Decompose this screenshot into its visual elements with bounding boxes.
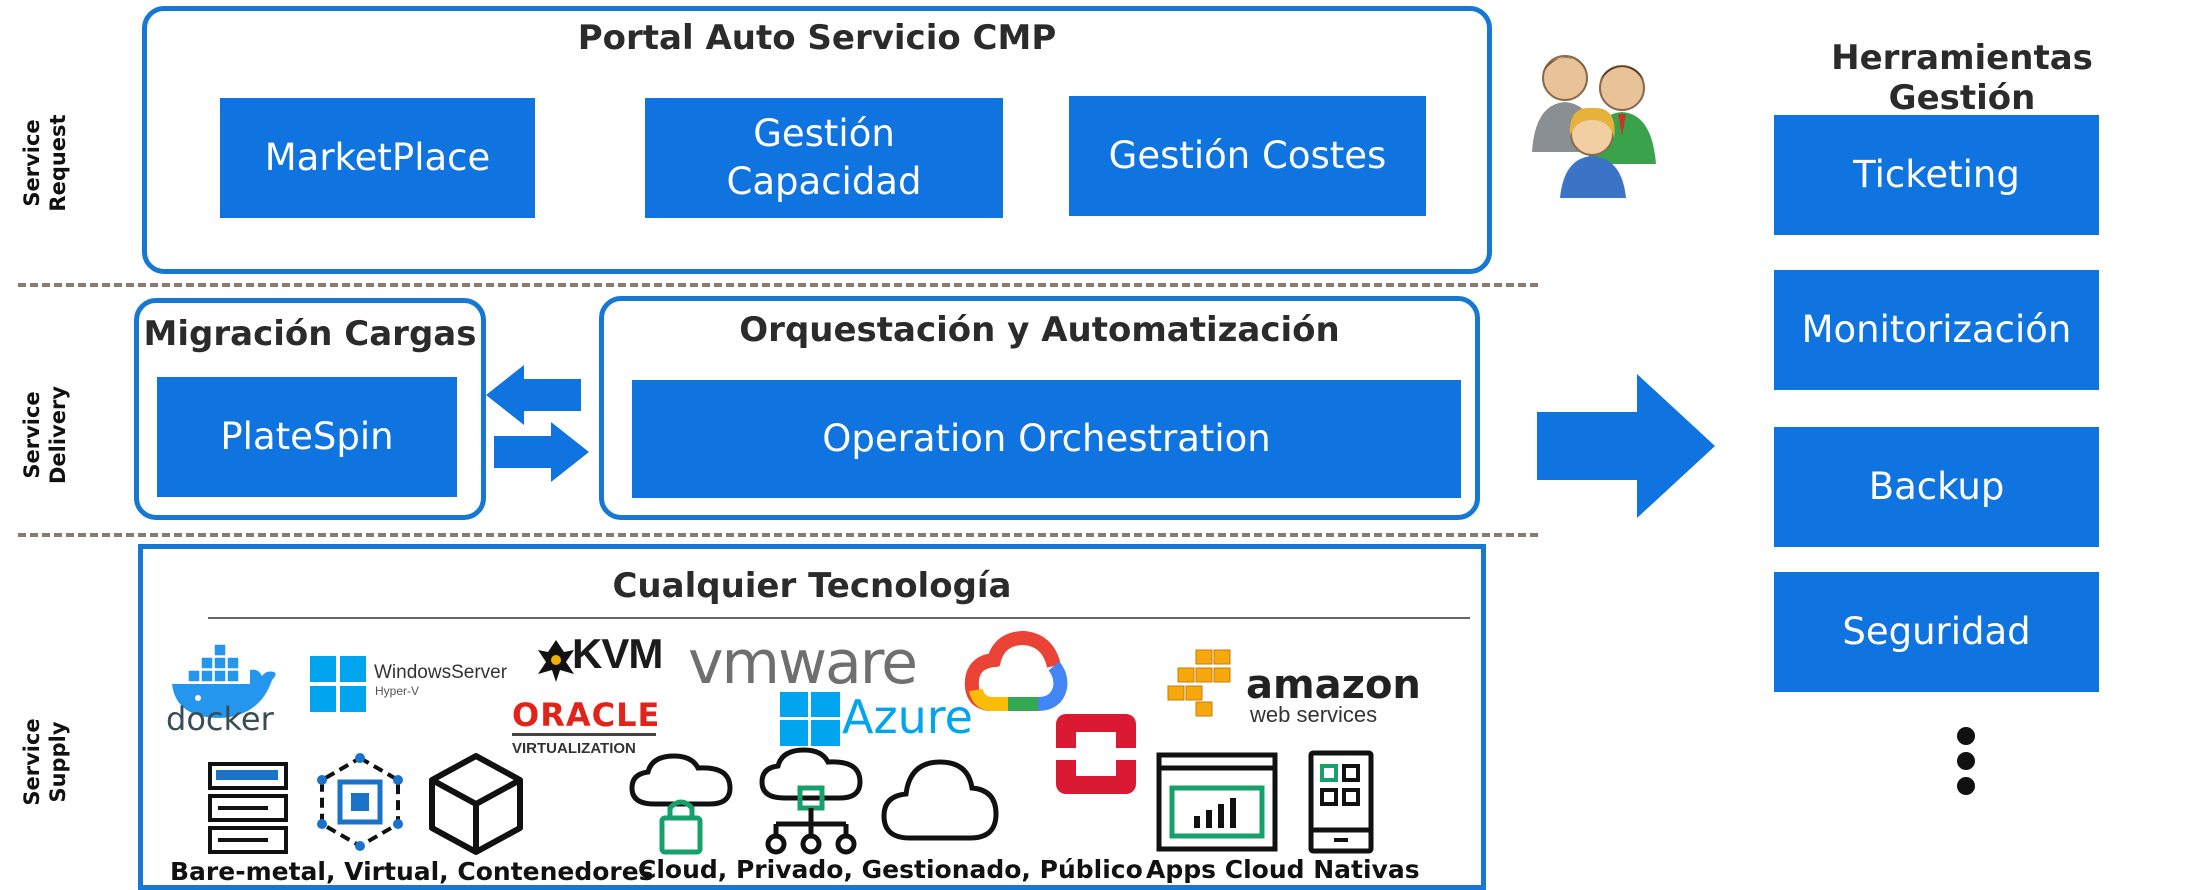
container-cube-icon (429, 753, 523, 855)
tecnologia-title: Cualquier Tecnología (612, 566, 1012, 606)
caption-apps-cloud: Apps Cloud Nativas (1146, 855, 1420, 884)
kvm-logo-text: KVM (572, 630, 663, 677)
amazon-logo-text: amazon (1246, 662, 1421, 708)
backup-box[interactable]: Backup (1774, 427, 2099, 547)
marketplace-box[interactable]: MarketPlace (220, 98, 535, 218)
side-label-request: Service Request (20, 114, 71, 212)
migracion-title: Migración Cargas (143, 314, 477, 354)
herramientas-title: Herramientas Gestión (1831, 38, 2093, 118)
side-label-delivery: Service Delivery (20, 385, 71, 485)
google-cloud-icon (964, 630, 1068, 711)
oracle-sub-text: VIRTUALIZATION (512, 740, 636, 757)
oracle-logo-text: ORACLE (512, 696, 661, 734)
azure-logo-text: Azure (842, 690, 973, 744)
cloud-public-icon (881, 759, 999, 841)
cloud-managed-icon (759, 747, 863, 855)
big-arrow-right-icon (1537, 374, 1715, 518)
server-rack-icon (208, 762, 288, 854)
aws-sub-text: web services (1250, 702, 1378, 727)
side-label-supply: Service Supply (20, 718, 71, 806)
app-dashboard-icon (1156, 752, 1278, 852)
separator-request-delivery (18, 283, 1538, 287)
tecnologia-divider (208, 617, 1470, 619)
app-mobile-icon (1308, 750, 1374, 854)
caption-cloud: Cloud, Privado, Gestionado, Público (638, 855, 1143, 884)
platespin-box[interactable]: PlateSpin (157, 377, 457, 497)
seguridad-box[interactable]: Seguridad (1774, 572, 2099, 692)
docker-logo-icon (172, 643, 276, 718)
vmware-logo-text: vmware (688, 628, 918, 698)
ticketing-box[interactable]: Ticketing (1774, 115, 2099, 235)
portal-title: Portal Auto Servicio CMP (577, 18, 1057, 58)
orquestacion-title: Orquestación y Automatización (739, 310, 1340, 350)
azure-logo-icon (780, 692, 840, 746)
aws-cubes-icon (1167, 649, 1231, 717)
separator-delivery-supply (18, 533, 1538, 537)
gestion-capacidad-box[interactable]: Gestión Capacidad (645, 98, 1003, 218)
operation-orchestration-box[interactable]: Operation Orchestration (632, 380, 1461, 498)
monitorizacion-box[interactable]: Monitorización (1774, 270, 2099, 390)
users-icon (1532, 55, 1656, 198)
arrow-left-icon (486, 365, 581, 425)
docker-logo-text: docker (166, 700, 274, 738)
caption-bare-metal: Bare-metal, Virtual, Contenedores (170, 857, 654, 886)
virtual-machine-icon (317, 753, 403, 851)
gestion-costes-box[interactable]: Gestión Costes (1069, 96, 1426, 216)
cloud-private-icon (629, 753, 733, 855)
more-vertical-icon (1957, 727, 1975, 795)
windows-hyperv-text: Hyper-V (375, 684, 420, 698)
oracle-underline (512, 733, 656, 736)
windows-server-text: WindowsServer (374, 662, 508, 683)
windows-logo-icon (310, 656, 366, 712)
openstack-icon (1054, 714, 1138, 794)
kvm-penguin-icon (538, 640, 574, 682)
arrow-right-icon (494, 422, 589, 482)
